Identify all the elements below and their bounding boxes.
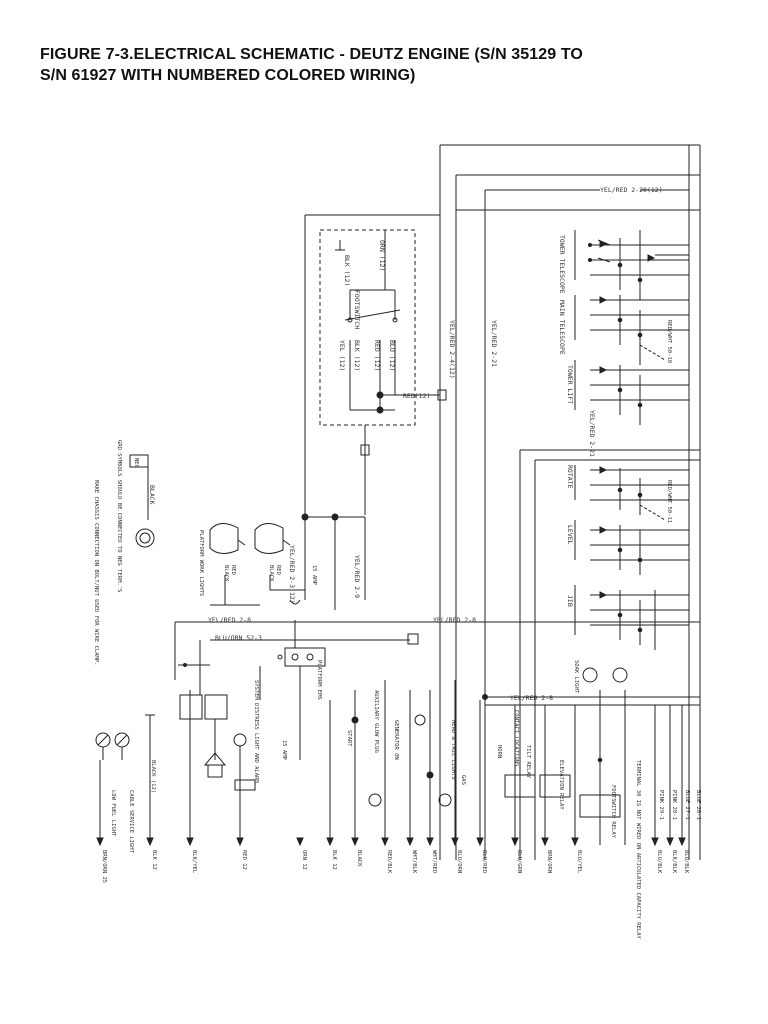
output-wire-label: BLK/BLK [671,850,677,874]
label-yel-red-2-8: YEL/RED 2-8 [433,616,476,624]
output-wire-label: BLU/BLK [656,850,662,874]
label-gas: GAS [460,775,466,785]
label-low-fuel: LOW FUEL LIGHT [110,790,116,837]
label-yel-12: YEL (12) [338,340,346,371]
bottom-circuit-lines [234,667,683,845]
switch-bank-jib [574,585,689,650]
label-footswitch: FOOTSWITCH [353,290,361,329]
label-rotate: ROTATE [566,465,574,489]
output-wire-label: WHT/RED [431,850,437,873]
relay-86-85 [178,640,247,778]
label-blk-12: BLK (12) [343,255,351,286]
output-wire-label: BRN/ORN [546,850,552,873]
label-chassis-note: MAKE CHASSIS CONNECTION ON BOLT/NUT USED… [93,480,99,665]
output-wire-label: BLK 12 [151,850,157,870]
switch-bank-rotate [574,465,689,521]
label-yel-red-2-4: YEL/RED 2-4(12) [448,320,456,379]
label-red-light-1: RED [230,565,236,575]
output-wire-label: BRN/ORN 25 [101,850,107,883]
label-neg: NEG [133,458,139,468]
output-wire-label: RED 12 [241,850,247,870]
label-system-distress: SYSTEM DISTRESS LIGHT AND ALARM [253,680,259,783]
label-blue-26-1: BLUE 26-1 [695,790,701,820]
bus-lines [439,144,701,860]
switch-bank-tower-lift [574,360,689,425]
output-wire-label: BLU/BLK [683,850,689,874]
figure-title-line-1: FIGURE 7-3.ELECTRICAL SCHEMATIC - DEUTZ … [40,46,583,63]
label-grd-note: GRD SYMBOLS SHOULD BE CONNECTED TO NEG T… [116,440,122,592]
output-wire-label: BLK/YEL [191,850,197,874]
figure-title: FIGURE 7-3.ELECTRICAL SCHEMATIC - DEUTZ … [40,44,740,86]
platform-ems [259,599,326,760]
label-red-wht-50-10: RED/WHT 50-10 [666,320,672,363]
label-black-light-2: BLACK [268,565,274,582]
label-yel-red-2-8-c: YEL/RED 2-8 [208,616,251,624]
label-tilt-relay: TILT RELAY [525,745,531,779]
label-yel-red-2-20: YEL/RED 2-20(12) [600,186,663,194]
output-wire-label: BLK 12 [331,850,337,870]
label-yel-red-2-3: YEL/RED 2-3(12) [288,545,296,604]
label-yel-red-2-21-b: YEL/RED 2-21 [588,410,596,457]
label-blk-12-b: BLK (12) [353,340,361,371]
label-pink-28-1: PINK 28-1 [671,790,677,820]
footswitch-box [304,214,447,600]
label-jib: JIB [566,595,574,607]
output-wire-label: BLACK [356,850,362,867]
label-15-amp: 15 AMP [311,565,317,586]
label-red-12-b: RED (12) [373,340,381,371]
label-generator-on: GENERATOR ON [393,720,399,760]
label-blu-orn-52-3: BLU/ORN 52-3 [215,634,262,642]
label-platform-work-lights: PLATFORM WORK LIGHTS [198,530,204,596]
label-cable-service: CABLE SERVICE LIGHT [128,790,134,854]
output-wire-label: ORN 12 [301,850,307,870]
label-level: LEVEL [566,525,574,545]
switch-bank-level [574,520,689,575]
low-fuel-light [95,714,155,845]
output-wire-label: BLU/ORN [456,850,462,873]
label-orn-12: ORN (12) [378,240,386,271]
output-wire-labels: BRN/ORN 25 BLK 12 BLK/YEL RED 12 ORN 12 BLK 1… [101,850,689,883]
label-black: BLACK [148,485,156,505]
label-elevation-relay: ELEVATION RELAY [558,760,564,810]
label-auxiliary-glow: AUXILIARY GLOW PLUG [373,690,379,753]
ground-terminal [129,454,155,548]
label-15-amp-b: 15 AMP [281,740,287,761]
label-yel-red-2-8-b: YEL/RED 2-8 [510,694,553,702]
label-main-telescope: MAIN TELESCOPE [558,300,566,355]
output-wire-label: BLU/GRN [516,850,522,873]
label-tower-lift: TOWER LIFT [566,365,574,404]
output-wire-label: WHT/BLK [411,850,417,874]
label-blue-27-1: BLUE 27-1 [684,790,690,820]
label-head-tail: HEAD & TAIL LIGHTS [450,720,456,780]
label-black-12: BLACK (12) [150,760,156,793]
output-wire-label: BLU/YEL [576,850,582,874]
label-blu-12: BLU (12) [388,340,396,371]
label-red-light-2: RED [275,565,281,575]
label-horn: HORN [496,745,502,758]
label-red-12: RED(12) [403,392,430,400]
platform-work-lights [209,523,305,606]
middle-wires [174,513,700,706]
figure-title-line-2: S/N 61927 WITH NUMBERED COLORED WIRING) [40,67,416,84]
switch-bank-main-telescope [574,295,689,365]
label-footswitch-relay: FOOTSWITCH RELAY [610,785,616,839]
label-start: START [346,730,352,747]
switch-bank-tower-telescope [574,230,689,300]
label-contact-locations: CONTACT LOCATIONS [513,710,519,766]
label-platform-ems: PLATFORM EMS [316,660,322,700]
label-terminal-note: TERMINAL 30 IS NOT WIRED ON ARTICULATED … [635,760,641,939]
label-tower-telescope: TOWER TELESCOPE [558,235,566,294]
label-yel-red-2-21: YEL/RED 2-21 [490,320,498,367]
output-wire-label: RED/BLK [386,850,392,874]
label-black-light-1: BLACK [223,565,229,582]
output-wire-label: BLU/RED [481,850,487,873]
output-arrows [96,690,686,847]
wire-labels: YEL/RED 2-20(12) YEL/RED 2-8 YEL/RED 2-8… [93,186,701,939]
label-red-wht-50-11: RED/WHT 50-11 [666,480,672,523]
label-pink-29-1: PINK 29-1 [658,790,664,820]
label-yel-red-2-9: YEL/RED 2-9 [353,555,361,598]
label-soak-light: SOAK LIGHT [573,660,579,694]
